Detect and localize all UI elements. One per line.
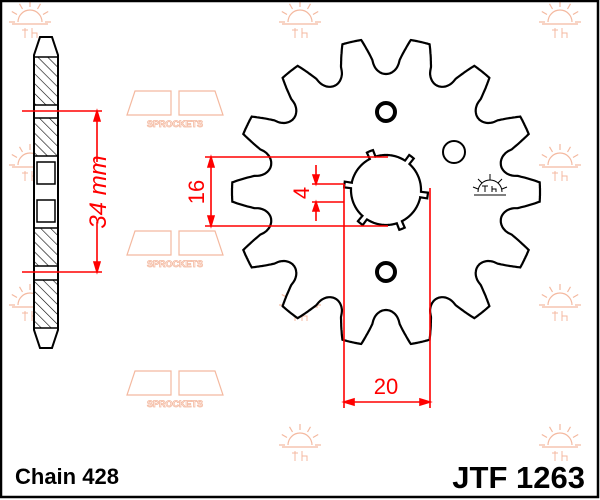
- mount-hole-top: [375, 101, 397, 123]
- jt-sprockets-watermark-logo: SPROCKETS: [126, 370, 224, 409]
- chain-label: Chain 428: [15, 464, 119, 489]
- jt-sprockets-watermark-logo: SPROCKETS: [126, 230, 224, 269]
- jt-sprockets-watermark-logo: SPROCKETS: [126, 90, 224, 129]
- dimension-lines: [22, 108, 433, 408]
- sun-watermark-icon: [539, 284, 581, 321]
- dimension-34mm: 34 mm: [85, 155, 112, 228]
- part-number: JTF 1263: [452, 460, 585, 495]
- dimension-20: 20: [374, 374, 398, 399]
- watermark-text: SPROCKETS: [147, 119, 203, 129]
- jt-sun-stamp-icon: [472, 174, 508, 196]
- mount-hole-bottom: [375, 261, 397, 283]
- sun-watermark-icon: [279, 1, 321, 38]
- watermark-text: SPROCKETS: [147, 259, 203, 269]
- sun-watermark-icon: [539, 424, 581, 461]
- sun-watermark-icon: [539, 1, 581, 38]
- dimension-16: 16: [184, 180, 209, 204]
- dimension-4: 4: [289, 187, 314, 199]
- sun-watermark-icon: [539, 144, 581, 181]
- sprocket-side-view: [33, 36, 59, 349]
- sun-watermark-icon: [9, 1, 51, 38]
- sun-watermark-icon: [279, 424, 321, 461]
- spline-hole: [343, 148, 429, 232]
- lightening-hole: [442, 140, 466, 164]
- watermark-text: SPROCKETS: [147, 399, 203, 409]
